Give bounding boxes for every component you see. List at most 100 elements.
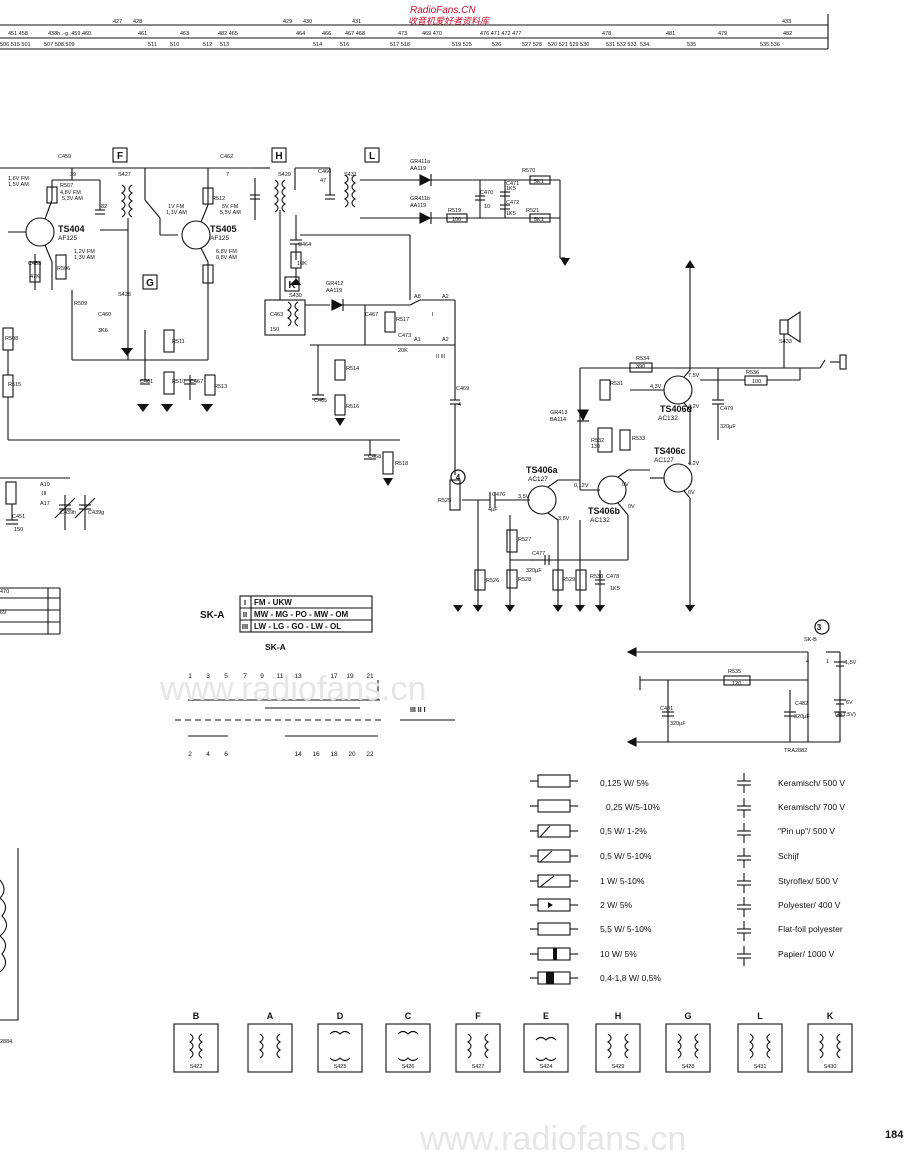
sk-a-top-pin: 3 (206, 673, 210, 680)
transistor-name: TS405 (210, 224, 237, 234)
label-r515: R515 (8, 382, 21, 388)
sk-a-bottom-pin: 6 (224, 751, 228, 758)
label-a17: A17 (40, 501, 50, 507)
coil-name: S425 (334, 1064, 347, 1070)
diode-type: BA114 (550, 417, 566, 423)
watermark-line1: RadioFans.CN (410, 5, 476, 16)
ruler-mid-item: 482 (783, 31, 792, 37)
coil-name: S430 (824, 1064, 837, 1070)
capacitor-legend-label: Keramisch/ 500 V (778, 778, 845, 788)
label-s433: S433 (779, 339, 792, 345)
label-v1fm: 1V FM (168, 204, 185, 210)
label-s431: S431 (344, 172, 357, 178)
ruler-bottom-item: 511 (148, 42, 157, 48)
label-v0b: 0V (628, 504, 635, 510)
label-v15v: 1,5V (845, 660, 857, 666)
label-v0c: 0V (622, 482, 629, 488)
label-a19: A19 (40, 482, 50, 488)
label-c459: C459 (58, 154, 71, 160)
label-a2b: A2 (442, 337, 449, 343)
label-v390: 390 (636, 364, 645, 370)
label-r535: R535 (728, 669, 741, 675)
label-c439g: C439g (88, 510, 104, 516)
sk-a-row-text: LW - LG - GO - LW - OL (254, 622, 341, 631)
label-r532: R532 (591, 438, 604, 444)
sk-a-top-pin: 17 (330, 673, 338, 680)
label-v47: 47 (320, 178, 326, 184)
label-c439h: C439h (60, 510, 76, 516)
label-c461: C461 (140, 379, 153, 385)
section-letter-f: F (117, 151, 123, 162)
diode-name: GR413 (550, 410, 567, 416)
label-c479: C479 (720, 406, 733, 412)
sk-a-title: SK-A (200, 610, 224, 621)
ruler-bottom-item: 535 (687, 42, 696, 48)
ruler-bottom-item: 535.536 (760, 42, 780, 48)
label-r530: R530 (590, 574, 603, 580)
sk-a-top-pin: 1 (188, 673, 192, 680)
section-letter-k: K (288, 280, 296, 291)
capacitor-legend-label: Schijf (778, 851, 799, 861)
label-liii: III (42, 491, 47, 497)
label-v75: 7,5V (688, 373, 700, 379)
coil-letter: H (615, 1011, 622, 1021)
label-c1: 1 (826, 659, 829, 665)
label-c472: C472 (506, 200, 519, 206)
ruler-top-item: 431 (352, 19, 361, 25)
label-v42b: 4,2V (688, 461, 700, 467)
label-c476: C476 (492, 492, 505, 498)
sk-a-bottom-pin: 16 (312, 751, 320, 758)
label-r570: R570 (522, 168, 535, 174)
ruler-mid-item: 479 (718, 31, 727, 37)
label-v39: 39 (70, 172, 76, 178)
label-r512: R512 (212, 196, 225, 202)
ghost-watermark-bottom: www.radiofans.cn (419, 1120, 686, 1155)
label-v20k: 20K (398, 348, 408, 354)
label-c3: 3 (817, 623, 822, 632)
diode-name: GR411b (410, 196, 430, 202)
label-r516: R516 (346, 404, 359, 410)
resistor-legend-label: 10 W/ 5% (600, 949, 637, 959)
sk-a-top-pin: 7 (243, 673, 247, 680)
sk-a-bottom-pin: 20 (348, 751, 356, 758)
label-v320d: 320µF (794, 714, 810, 720)
label-c463: C463 (270, 312, 283, 318)
label-c465: C465 (314, 398, 327, 404)
label-r531: R531 (610, 381, 623, 387)
label-r514: R514 (346, 366, 359, 372)
coil-letter: E (543, 1011, 549, 1021)
part-layer: TS404AF125TS405AF125TS406dAC132TS406cAC1… (58, 159, 692, 524)
label-v320uf: 320µF (526, 568, 542, 574)
transistor-name: TS406a (526, 465, 559, 475)
ruler-bottom-item: 514 (313, 42, 322, 48)
label-v0a: 0V (688, 490, 695, 496)
label-r508: R508 (5, 336, 18, 342)
sk-a-top-pin: 13 (294, 673, 302, 680)
label-r525: R525 (438, 498, 451, 504)
coil-name: S424 (540, 1064, 553, 1070)
sk-a-bottom-pin: 4 (206, 751, 210, 758)
ruler-top-item: 429 (283, 19, 292, 25)
page-number: 184 (885, 1129, 904, 1141)
label-v53am: 5,3V AM (62, 196, 83, 202)
label-i: I (432, 312, 434, 318)
ruler-bottom-item: 526 (492, 42, 501, 48)
label-a1: A1 (414, 337, 421, 343)
label-s430: S430 (289, 293, 302, 299)
sk-a-top-pin: 11 (277, 673, 284, 680)
section-box-k (284, 276, 300, 292)
diode-type: AA119 (326, 288, 342, 294)
sk-a-row-number: I (244, 598, 246, 607)
ruler-mid-item: 461 (138, 31, 147, 37)
sk-a-top-pin: 19 (346, 673, 354, 680)
label-v4x15: (4x1,5V) (835, 712, 856, 718)
label-v36: 3,6V (558, 516, 570, 522)
label-v7: 7 (226, 172, 229, 178)
diode-name: GR412 (326, 281, 343, 287)
label-c473: C473 (398, 333, 411, 339)
capacitor-legend-label: Flat-foil polyester (778, 924, 843, 934)
label-c478: C478 (606, 574, 619, 580)
sk-a-bottom-pin: 18 (330, 751, 338, 758)
label-v012: 0,12V (574, 483, 589, 489)
